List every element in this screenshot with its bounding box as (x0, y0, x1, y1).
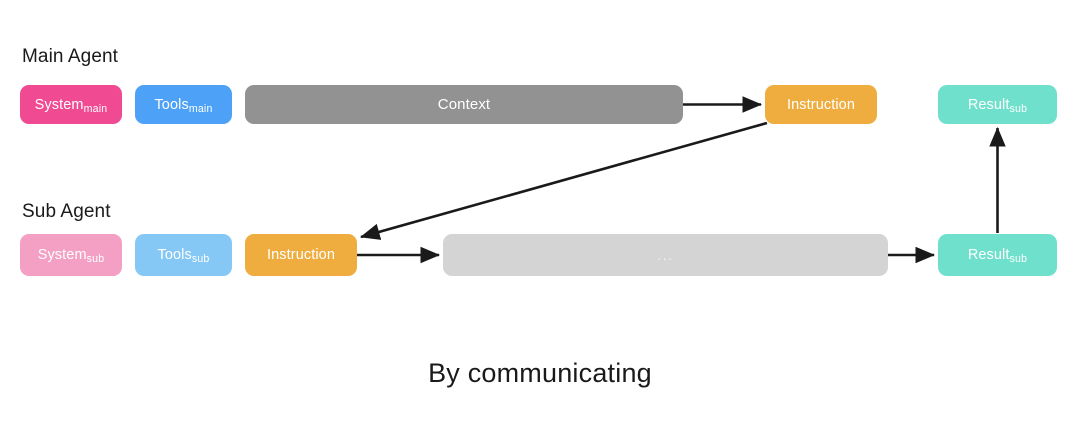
arrow-instruction-main-to-instruction-sub (359, 121, 768, 240)
node-ellipsis-sub: ... (443, 234, 888, 276)
node-subscript-tools-main: main (188, 102, 213, 115)
node-label-tools-sub: Toolssub (157, 247, 210, 265)
node-label-context-main: Context (437, 96, 491, 113)
node-subscript-system-main: main (83, 102, 108, 115)
node-label-system-sub: Systemsub (37, 247, 105, 265)
node-label-result-sub: Resultsub (967, 247, 1028, 265)
node-subscript-result-sub: sub (1009, 253, 1028, 265)
node-subscript-tools-sub: sub (191, 253, 210, 265)
node-subscript-result-main: sub (1009, 102, 1028, 115)
node-label-system-main: Systemmain (34, 96, 108, 115)
diagram-caption: By communicating (428, 358, 652, 388)
node-context-main: Context (245, 85, 683, 124)
node-instruction-sub: Instruction (245, 234, 357, 276)
node-label-instruction-main: Instruction (787, 96, 855, 113)
node-tools-sub: Toolssub (135, 234, 232, 276)
node-subscript-system-sub: sub (86, 253, 105, 265)
node-system-sub: Systemsub (20, 234, 122, 276)
node-label-instruction-sub: Instruction (267, 247, 335, 263)
node-system-main: Systemmain (20, 85, 122, 124)
node-label-result-main: Resultsub (967, 96, 1028, 115)
node-label-tools-main: Toolsmain (154, 96, 213, 115)
node-tools-main: Toolsmain (135, 85, 232, 124)
sub-agent-label: Sub Agent (22, 201, 111, 222)
node-result-main: Resultsub (938, 85, 1057, 124)
main-agent-label: Main Agent (22, 46, 119, 67)
node-instruction-main: Instruction (765, 85, 877, 124)
node-result-sub: Resultsub (938, 234, 1057, 276)
node-label-ellipsis-sub: ... (657, 247, 674, 263)
